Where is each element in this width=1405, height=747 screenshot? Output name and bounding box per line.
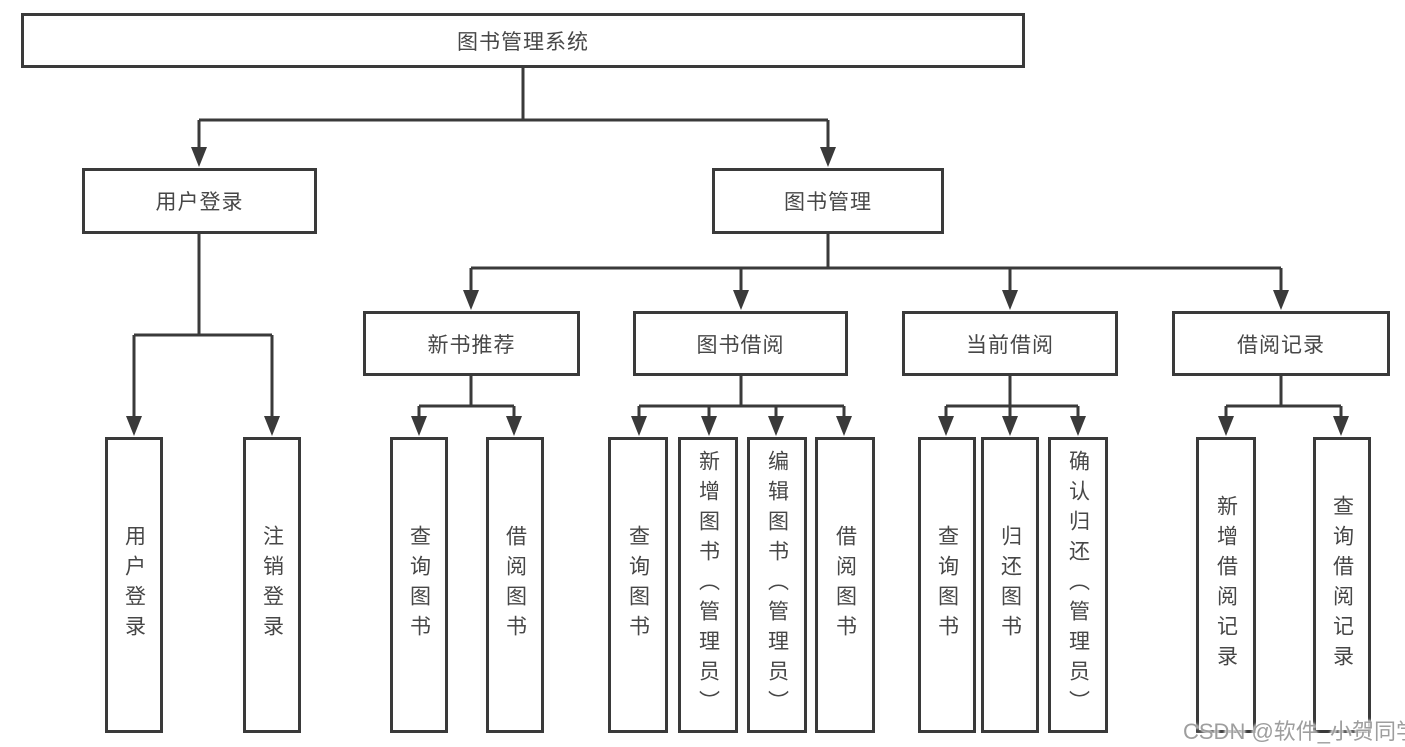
leaf-record-query-label: 查询借阅记录 <box>1330 495 1354 675</box>
leaf-record-add: 新增借阅记录 <box>1196 437 1256 733</box>
node-current-borrowing: 当前借阅 <box>902 311 1118 376</box>
leaf-newbook-borrow-label: 借阅图书 <box>503 525 527 645</box>
node-borrow-records-label: 借阅记录 <box>1237 333 1325 357</box>
leaf-current-return: 归还图书 <box>981 437 1039 733</box>
leaf-record-query: 查询借阅记录 <box>1313 437 1371 733</box>
node-root-system: 图书管理系统 <box>21 13 1025 68</box>
leaf-current-confirm-return-label: 确认归还（管理员） <box>1066 450 1090 720</box>
leaf-current-query: 查询图书 <box>918 437 976 733</box>
node-current-borrowing-label: 当前借阅 <box>966 333 1054 357</box>
leaf-borrowing-add-book: 新增图书（管理员） <box>678 437 738 733</box>
node-book-borrowing: 图书借阅 <box>633 311 848 376</box>
leaf-current-confirm-return: 确认归还（管理员） <box>1048 437 1108 733</box>
leaf-borrowing-edit-book-label: 编辑图书（管理员） <box>765 450 789 720</box>
leaf-newbook-borrow: 借阅图书 <box>486 437 544 733</box>
connector-shafts <box>132 68 1343 420</box>
leaf-borrowing-borrow-label: 借阅图书 <box>833 525 857 645</box>
leaf-record-add-label: 新增借阅记录 <box>1214 495 1238 675</box>
leaf-current-return-label: 归还图书 <box>998 525 1022 645</box>
leaf-logout-label: 注销登录 <box>260 525 284 645</box>
leaf-user-login: 用户登录 <box>105 437 163 733</box>
leaf-current-query-label: 查询图书 <box>935 525 959 645</box>
leaf-user-login-label: 用户登录 <box>122 525 146 645</box>
leaf-logout: 注销登录 <box>243 437 301 733</box>
node-user-login-branch: 用户登录 <box>82 168 317 234</box>
node-new-book-recommend-label: 新书推荐 <box>427 333 516 357</box>
leaf-newbook-query: 查询图书 <box>390 437 448 733</box>
watermark: CSDN @软件_小贺同学 <box>1183 719 1405 744</box>
leaf-borrowing-borrow: 借阅图书 <box>815 437 875 733</box>
node-root-label: 图书管理系统 <box>457 30 589 54</box>
node-user-login-branch-label: 用户登录 <box>155 191 244 214</box>
leaf-borrowing-edit-book: 编辑图书（管理员） <box>747 437 807 733</box>
leaf-borrowing-query: 查询图书 <box>608 437 668 733</box>
leaf-borrowing-add-book-label: 新增图书（管理员） <box>696 450 720 720</box>
node-book-management-branch: 图书管理 <box>712 168 944 234</box>
arrowheads <box>126 147 1349 436</box>
leaf-newbook-query-label: 查询图书 <box>407 525 431 645</box>
leaf-borrowing-query-label: 查询图书 <box>626 525 650 645</box>
node-book-management-branch-label: 图书管理 <box>784 191 872 214</box>
node-book-borrowing-label: 图书借阅 <box>696 333 785 357</box>
node-borrow-records: 借阅记录 <box>1172 311 1390 376</box>
node-new-book-recommend: 新书推荐 <box>363 311 580 376</box>
